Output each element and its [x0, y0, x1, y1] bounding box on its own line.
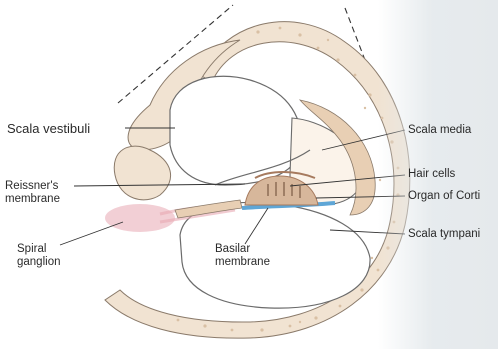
- label-scala-tympani: Scala tympani: [408, 228, 480, 241]
- label-organ-of-corti: Organ of Corti: [408, 190, 480, 203]
- label-basilar-line1: Basilar: [215, 243, 270, 256]
- leader-spiral-ganglion: [60, 222, 123, 245]
- spiral-ganglion-region: [105, 204, 175, 232]
- label-reissners-membrane: Reissner's membrane: [5, 180, 60, 206]
- label-spiral-ganglion: Spiral ganglion: [17, 243, 60, 269]
- label-reissners-line1: Reissner's: [5, 180, 60, 193]
- label-basilar-membrane: Basilar membrane: [215, 243, 270, 269]
- label-spiral-line1: Spiral: [17, 243, 60, 256]
- bony-fold-lower: [114, 146, 170, 200]
- label-scala-vestibuli: Scala vestibuli: [7, 121, 90, 136]
- label-reissners-line2: membrane: [5, 193, 60, 206]
- label-hair-cells: Hair cells: [408, 168, 455, 181]
- label-scala-media: Scala media: [408, 124, 471, 137]
- scala-tympani-chamber: [180, 203, 370, 309]
- label-spiral-line2: ganglion: [17, 256, 60, 269]
- scala-vestibuli-chamber: [170, 76, 301, 185]
- label-basilar-line2: membrane: [215, 256, 270, 269]
